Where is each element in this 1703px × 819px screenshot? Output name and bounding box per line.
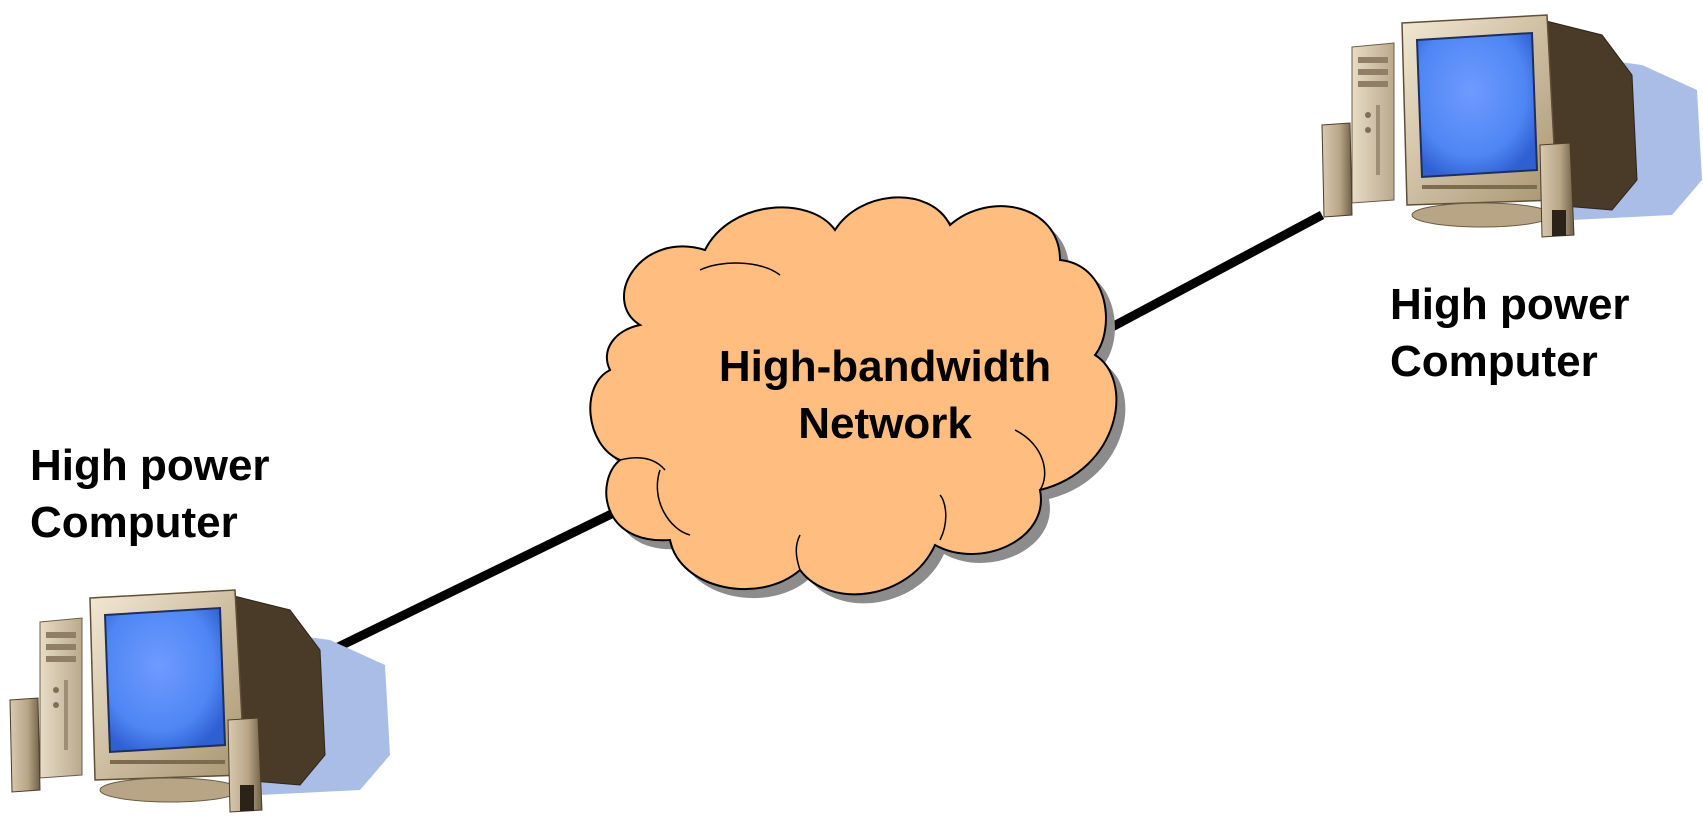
network-label: High-bandwidth Network: [680, 338, 1090, 452]
label-line: High power: [30, 441, 270, 490]
label-line: High-bandwidth: [718, 342, 1052, 391]
label-line: Network: [798, 399, 972, 448]
right-computer-label: High power Computer: [1390, 276, 1630, 390]
label-line: High power: [1390, 280, 1630, 329]
label-line: Computer: [30, 498, 238, 547]
desktop-computer-icon: [1321, 14, 1703, 238]
left-computer-label: High power Computer: [30, 437, 270, 551]
label-line: Computer: [1390, 337, 1598, 386]
desktop-computer-icon: [9, 589, 391, 813]
link-left: [330, 499, 634, 655]
link-right: [1109, 211, 1325, 331]
cloud-icon: [589, 196, 1126, 604]
